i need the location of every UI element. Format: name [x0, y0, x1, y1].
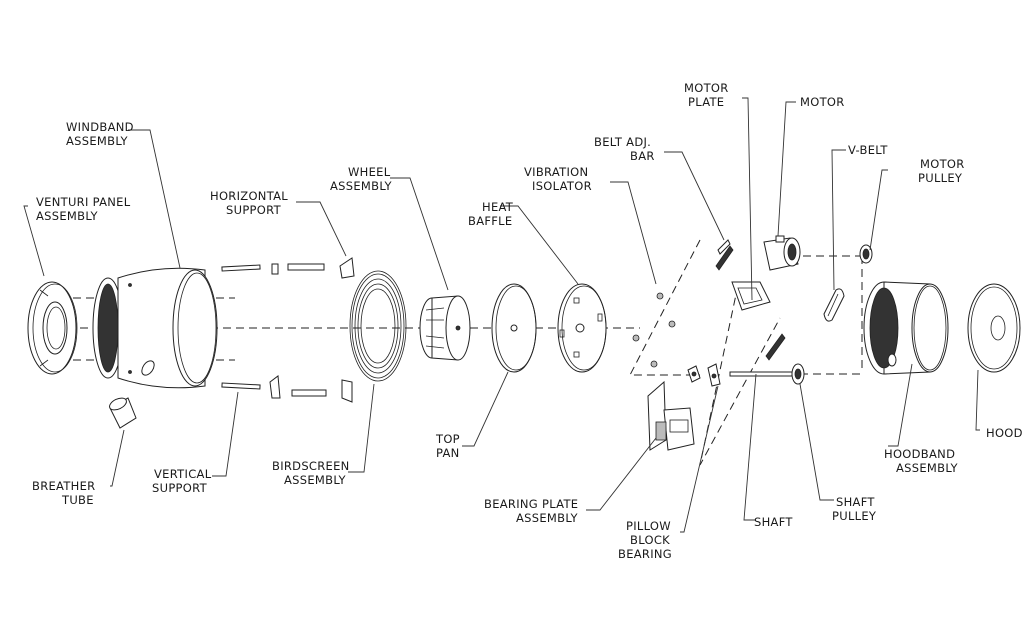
label-horizontal-1: HORIZONTAL — [210, 189, 288, 203]
label-motor: MOTOR — [800, 95, 845, 109]
label-horizontal-2: SUPPORT — [226, 203, 282, 217]
label-wheel-2: ASSEMBLY — [330, 179, 393, 193]
label-shaft: SHAFT — [754, 515, 793, 529]
v-belt-part — [823, 288, 845, 322]
top-pan-part — [491, 283, 537, 373]
label-top-pan-2: PAN — [436, 446, 460, 460]
pillow-block-bearing-part — [687, 363, 721, 387]
label-pillow-block-1: PILLOW — [626, 519, 671, 533]
hood-part — [967, 283, 1021, 373]
label-bearing-plate-2: ASSEMBLY — [516, 511, 579, 525]
label-heat-baffle-2: BAFFLE — [468, 214, 512, 228]
motor-pulley-part — [859, 244, 873, 264]
venturi-panel-part — [27, 281, 78, 375]
label-pillow-block-3: BEARING — [618, 547, 672, 561]
label-vibration-1: VIBRATION — [524, 165, 588, 179]
label-heat-baffle-1: HEAT — [482, 200, 514, 214]
bearing-plate-part — [647, 380, 695, 451]
label-venturi-2: ASSEMBLY — [36, 209, 99, 223]
label-hoodband-1: HOODBAND — [884, 447, 955, 461]
leader-lines — [23, 97, 980, 533]
label-motor-plate-1: MOTOR — [684, 81, 729, 95]
label-hood: HOOD — [986, 426, 1023, 440]
hoodband-part — [863, 281, 949, 375]
label-shaft-pulley-1: SHAFT — [836, 495, 875, 509]
windband-part — [92, 267, 218, 389]
shaft-pulley-part — [791, 363, 805, 385]
shaft-part — [729, 371, 793, 377]
label-motor-pulley-1: MOTOR — [920, 157, 965, 171]
labels: WINDBAND ASSEMBLY VENTURI PANEL ASSEMBLY… — [32, 81, 1023, 561]
vertical-support-part — [221, 375, 353, 403]
label-birdscreen-1: BIRDSCREEN — [272, 459, 350, 473]
label-motor-plate-2: PLATE — [688, 95, 724, 109]
label-vertical-1: VERTICAL — [154, 467, 212, 481]
label-pillow-block-2: BLOCK — [630, 533, 670, 547]
label-windband-1: WINDBAND — [66, 120, 134, 134]
label-venturi-1: VENTURI PANEL — [36, 195, 131, 209]
heat-baffle-part — [557, 283, 607, 373]
label-bearing-plate-1: BEARING PLATE — [484, 497, 578, 511]
label-top-pan-1: TOP — [435, 432, 460, 446]
breather-tube-part — [109, 397, 137, 429]
motor-plate-part — [731, 281, 771, 311]
vibration-isolator-part — [632, 292, 676, 368]
label-belt-adj-1: BELT ADJ. — [594, 135, 651, 149]
label-birdscreen-2: ASSEMBLY — [284, 473, 347, 487]
label-vibration-2: ISOLATOR — [532, 179, 592, 193]
label-vertical-2: SUPPORT — [152, 481, 208, 495]
horizontal-support-part — [221, 257, 355, 279]
label-windband-2: ASSEMBLY — [66, 134, 129, 148]
label-breather-2: TUBE — [61, 493, 94, 507]
label-vbelt: V-BELT — [848, 143, 888, 157]
motor-part — [763, 235, 801, 271]
wheel-part — [419, 295, 471, 361]
label-motor-pulley-2: PULLEY — [918, 171, 963, 185]
label-hoodband-2: ASSEMBLY — [896, 461, 959, 475]
label-wheel-1: WHEEL — [348, 165, 391, 179]
label-shaft-pulley-2: PULLEY — [832, 509, 877, 523]
label-belt-adj-2: BAR — [630, 149, 655, 163]
belt-adj-bar-part — [715, 239, 786, 361]
birdscreen-part — [349, 270, 407, 382]
label-breather-1: BREATHER — [32, 479, 95, 493]
